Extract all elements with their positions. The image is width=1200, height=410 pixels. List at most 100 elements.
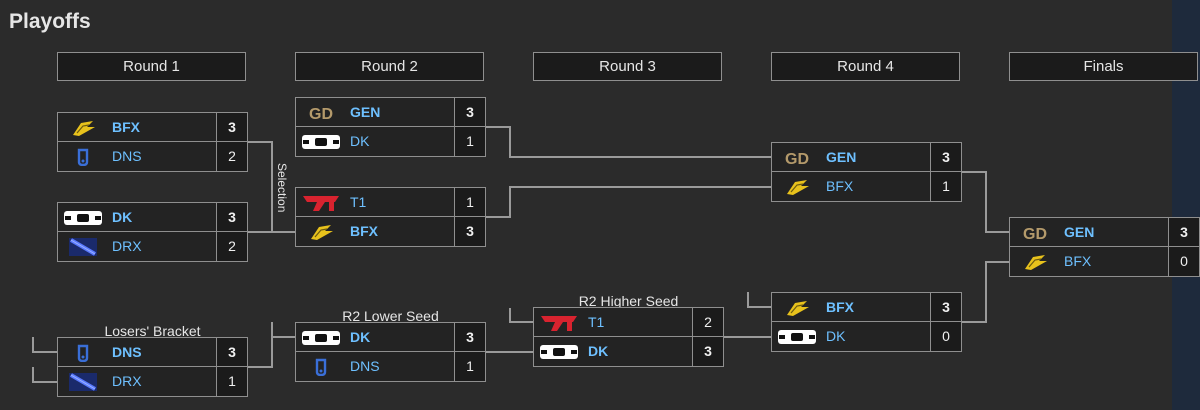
team-score: 0 bbox=[1168, 247, 1200, 277]
team-score: 0 bbox=[930, 322, 962, 352]
team-row: DK 0 bbox=[771, 322, 962, 352]
dk-logo-icon bbox=[63, 209, 103, 227]
team-name: DRX bbox=[112, 373, 142, 389]
team-name: DK bbox=[112, 209, 133, 225]
r2-lower-seed-label: R2 Lower Seed bbox=[342, 308, 439, 324]
team-score: 2 bbox=[216, 142, 248, 172]
round-header-2: Round 2 bbox=[295, 52, 484, 81]
team-name: T1 bbox=[588, 314, 605, 330]
selection-label: Selection bbox=[275, 163, 289, 213]
dns-logo-icon bbox=[63, 344, 103, 363]
team-cell: DK bbox=[771, 322, 930, 352]
team-cell: BFX bbox=[1009, 247, 1168, 277]
svg-text:GD: GD bbox=[309, 106, 333, 122]
team-score: 3 bbox=[454, 322, 486, 352]
team-cell: DK bbox=[533, 337, 692, 367]
team-score: 1 bbox=[454, 187, 486, 217]
dk-logo-icon bbox=[539, 343, 579, 361]
team-row: DK 1 bbox=[295, 127, 486, 157]
team-row: T1 1 bbox=[295, 187, 486, 217]
team-score: 3 bbox=[454, 97, 486, 127]
team-cell: BFX bbox=[57, 112, 216, 142]
losers-bracket-label: Losers' Bracket bbox=[104, 323, 201, 339]
team-row: BFX 3 bbox=[57, 112, 248, 142]
team-score: 3 bbox=[216, 202, 248, 232]
drx-logo-icon bbox=[63, 373, 103, 391]
dk-logo-icon bbox=[301, 329, 341, 347]
team-cell: BFX bbox=[295, 217, 454, 247]
dns-logo-icon bbox=[63, 148, 103, 167]
team-row: DK 3 bbox=[295, 322, 486, 352]
team-cell: T1 bbox=[533, 307, 692, 337]
team-name: DRX bbox=[112, 238, 142, 254]
team-name: DK bbox=[350, 133, 370, 149]
team-name: BFX bbox=[826, 299, 854, 315]
team-score: 3 bbox=[692, 337, 724, 367]
team-score: 1 bbox=[454, 352, 486, 382]
round-header-4: Round 4 bbox=[771, 52, 960, 81]
team-cell: BFX bbox=[771, 292, 930, 322]
team-row: GD GEN 3 bbox=[771, 142, 962, 172]
round-header-finals: Finals bbox=[1009, 52, 1198, 81]
team-score: 3 bbox=[1168, 217, 1200, 247]
team-cell: DNS bbox=[295, 352, 454, 382]
team-cell: BFX bbox=[771, 172, 930, 202]
team-name: T1 bbox=[350, 194, 367, 210]
team-score: 2 bbox=[216, 232, 248, 262]
round-header-3: Round 3 bbox=[533, 52, 722, 81]
team-row: BFX 0 bbox=[1009, 247, 1200, 277]
svg-text:GD: GD bbox=[1023, 226, 1047, 242]
dns-logo-icon bbox=[301, 358, 341, 377]
gen-logo-icon: GD bbox=[301, 104, 341, 123]
team-row: GD GEN 3 bbox=[1009, 217, 1200, 247]
team-row: DNS 1 bbox=[295, 352, 486, 382]
team-cell: DK bbox=[57, 202, 216, 232]
team-cell: DRX bbox=[57, 232, 216, 262]
team-row: BFX 1 bbox=[771, 172, 962, 202]
team-cell: GD GEN bbox=[1009, 217, 1168, 247]
team-name: DK bbox=[350, 329, 371, 345]
team-name: GEN bbox=[1064, 224, 1095, 240]
team-score: 3 bbox=[216, 337, 248, 367]
team-score: 3 bbox=[216, 112, 248, 142]
team-name: DK bbox=[588, 343, 609, 359]
team-row: DRX 2 bbox=[57, 232, 248, 262]
team-cell: DK bbox=[295, 322, 454, 352]
team-name: BFX bbox=[826, 178, 854, 194]
team-row: DK 3 bbox=[533, 337, 724, 367]
team-name: DNS bbox=[350, 358, 380, 374]
team-name: DNS bbox=[112, 148, 142, 164]
team-cell: DK bbox=[295, 127, 454, 157]
team-name: BFX bbox=[112, 119, 140, 135]
team-cell: DNS bbox=[57, 142, 216, 172]
team-row: DNS 2 bbox=[57, 142, 248, 172]
team-score: 1 bbox=[930, 172, 962, 202]
page-title: Playoffs bbox=[9, 10, 91, 33]
team-cell: DRX bbox=[57, 367, 216, 397]
gen-logo-icon: GD bbox=[1015, 224, 1055, 243]
team-score: 1 bbox=[454, 127, 486, 157]
svg-text:GD: GD bbox=[785, 151, 809, 167]
bfx-logo-icon bbox=[777, 299, 817, 317]
team-score: 3 bbox=[930, 142, 962, 172]
team-name: GEN bbox=[826, 149, 857, 165]
team-name: BFX bbox=[1064, 253, 1092, 269]
team-cell: T1 bbox=[295, 187, 454, 217]
dk-logo-icon bbox=[777, 328, 817, 346]
bfx-logo-icon bbox=[63, 119, 103, 137]
team-name: BFX bbox=[350, 223, 378, 239]
team-cell: GD GEN bbox=[771, 142, 930, 172]
team-name: DK bbox=[826, 328, 846, 344]
